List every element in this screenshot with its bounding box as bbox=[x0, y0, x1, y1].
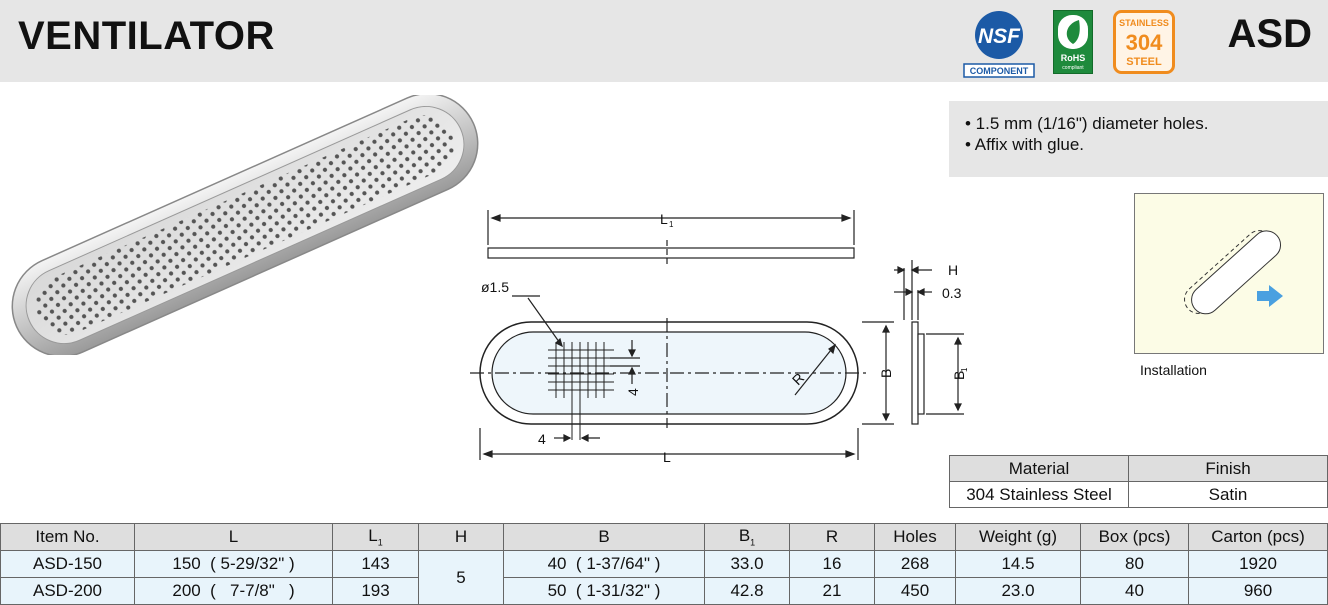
arrow-right-icon bbox=[1257, 285, 1283, 307]
cell-b: 40 ( 1-37/64" ) bbox=[503, 550, 705, 578]
header-bar: VENTILATOR NSF COMPONENT RoHS compliant … bbox=[0, 0, 1328, 82]
page-title: VENTILATOR bbox=[18, 14, 275, 58]
cell-carton: 960 bbox=[1188, 577, 1328, 605]
col-r: R bbox=[789, 523, 875, 551]
cell-item-no: ASD-150 bbox=[0, 550, 135, 578]
cell-r: 16 bbox=[789, 550, 875, 578]
table-row: ASD-150 150 ( 5-29/32" ) 143 5 40 ( 1-37… bbox=[0, 550, 1328, 605]
col-b1: B1 bbox=[704, 523, 790, 551]
cell-holes: 450 bbox=[874, 577, 956, 605]
material-table: Material Finish 304 Stainless Steel Sati… bbox=[949, 455, 1328, 508]
cell-item-no: ASD-200 bbox=[0, 577, 135, 605]
product-photo bbox=[11, 95, 479, 355]
note-item: • 1.5 mm (1/16") diameter holes. bbox=[965, 114, 1209, 133]
col-weight: Weight (g) bbox=[955, 523, 1081, 551]
col-l1: L1 bbox=[332, 523, 419, 551]
cell-r: 21 bbox=[789, 577, 875, 605]
col-box: Box (pcs) bbox=[1080, 523, 1189, 551]
col-b: B bbox=[503, 523, 705, 551]
installation-panel bbox=[1134, 193, 1324, 354]
installation-label: Installation bbox=[1140, 362, 1207, 378]
col-h: H bbox=[418, 523, 504, 551]
rohs-leaf-icon: RoHS compliant bbox=[1053, 10, 1093, 74]
installation-illustration bbox=[1184, 230, 1283, 315]
cell-weight: 14.5 bbox=[955, 550, 1081, 578]
stainless-bottom: STEEL bbox=[1126, 56, 1162, 68]
material-header: Material bbox=[949, 455, 1129, 482]
stainless-top: STAINLESS bbox=[1119, 18, 1169, 28]
cell-l: 150 ( 5-29/32" ) bbox=[134, 550, 333, 578]
nsf-caption: COMPONENT bbox=[970, 66, 1029, 76]
dim-thickness: 0.3 bbox=[942, 285, 962, 301]
dim-l: L bbox=[663, 449, 671, 465]
col-carton: Carton (pcs) bbox=[1188, 523, 1328, 551]
rohs-mark: RoHS bbox=[1061, 53, 1086, 63]
product-code: ASD bbox=[1227, 12, 1312, 56]
material-value: 304 Stainless Steel bbox=[949, 481, 1129, 508]
dim-h: H bbox=[948, 262, 958, 278]
cell-l: 200 ( 7-7/8" ) bbox=[134, 577, 333, 605]
note-item: • Affix with glue. bbox=[965, 135, 1085, 154]
dim-pitch-x: 4 bbox=[538, 431, 546, 447]
cell-h: 5 bbox=[418, 550, 504, 605]
rohs-sub: compliant bbox=[1062, 65, 1084, 71]
dim-l1-sub: 1 bbox=[669, 220, 674, 229]
col-item-no: Item No. bbox=[0, 523, 135, 551]
cell-box: 80 bbox=[1080, 550, 1189, 578]
cell-carton: 1920 bbox=[1188, 550, 1328, 578]
cell-b1: 33.0 bbox=[704, 550, 790, 578]
rohs-logo: RoHS compliant bbox=[1053, 10, 1093, 74]
finish-header: Finish bbox=[1128, 455, 1328, 482]
table-row: ASD-200 200 ( 7-7/8" ) 193 50 ( 1-31/32"… bbox=[0, 577, 1328, 605]
cell-box: 40 bbox=[1080, 577, 1189, 605]
col-l: L bbox=[134, 523, 333, 551]
dim-l1: L bbox=[660, 211, 668, 227]
feature-notes: • 1.5 mm (1/16") diameter holes. • Affix… bbox=[949, 101, 1328, 177]
nsf-logo: NSF COMPONENT bbox=[963, 8, 1035, 78]
stainless-304-logo: STAINLESS 304 STEEL bbox=[1113, 10, 1175, 74]
cell-holes: 268 bbox=[874, 550, 956, 578]
cell-b1: 42.8 bbox=[704, 577, 790, 605]
col-holes: Holes bbox=[874, 523, 956, 551]
cell-l1: 143 bbox=[332, 550, 419, 578]
stainless-badge-icon: STAINLESS 304 STEEL bbox=[1113, 10, 1175, 74]
dim-b: B bbox=[878, 369, 894, 378]
dim-pitch-y: 4 bbox=[625, 388, 641, 396]
cell-weight: 23.0 bbox=[955, 577, 1081, 605]
dim-b1-sub: 1 bbox=[960, 367, 969, 372]
technical-drawing: L 1 ø1.5 L 4 4 R B B 1 H 0.3 bbox=[470, 210, 969, 465]
cell-l1: 193 bbox=[332, 577, 419, 605]
dim-b1: B bbox=[951, 371, 967, 380]
nsf-mark: NSF bbox=[978, 25, 1021, 48]
stainless-grade: 304 bbox=[1126, 30, 1163, 55]
nsf-badge-icon: NSF COMPONENT bbox=[963, 11, 1035, 78]
dim-hole: ø1.5 bbox=[481, 279, 509, 295]
spec-table: Item No. L L1 H B B1 R Holes Weight (g) … bbox=[0, 523, 1328, 605]
finish-value: Satin bbox=[1128, 481, 1328, 508]
cell-b: 50 ( 1-31/32" ) bbox=[503, 577, 705, 605]
